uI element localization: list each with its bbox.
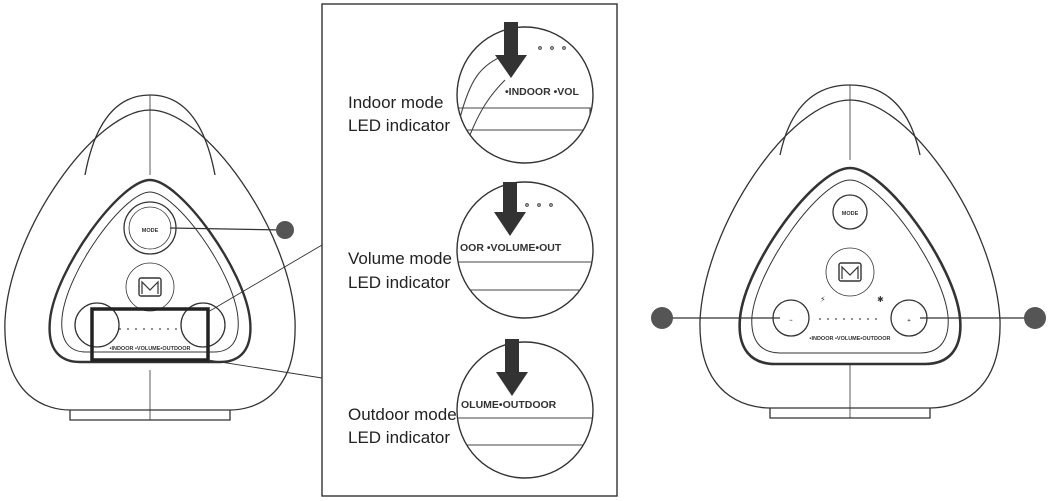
outdoor-label-line2: LED indicator (348, 428, 450, 447)
speaker-left-panel-outer (48, 178, 252, 364)
speaker-left-led-strip-label: •INDOOR •VOLUME•OUTDOOR (110, 346, 191, 352)
speaker-left-led-dots (119, 328, 177, 330)
indoor-label-line1: Indoor mode (348, 93, 443, 112)
volume-label-line2: LED indicator (348, 273, 450, 292)
zoom-outdoor-text: OLUME•OUTDOOR (461, 399, 557, 411)
speaker-left-plus-button[interactable] (180, 302, 226, 348)
plus-button-marker (1024, 307, 1046, 329)
callout-frame (321, 3, 618, 497)
callout-line-top (207, 244, 323, 313)
speaker-left-mode-label: MODE (142, 228, 159, 234)
led-highlight-box (90, 307, 210, 362)
speaker-right-led-strip-label: •INDOOR •VOLUME•OUTDOOR (810, 336, 891, 342)
volume-label-line1: Volume mode (348, 249, 452, 268)
speaker-left-panel-inner (61, 191, 239, 353)
speaker-right-logo-ring (825, 247, 875, 297)
speaker-right-mode-label: MODE (842, 211, 859, 217)
minus-icon: − (789, 318, 792, 324)
callout-line-bottom (207, 359, 323, 379)
indoor-label-line2: LED indicator (348, 116, 450, 135)
outdoor-label-line1: Outdoor mode (348, 405, 457, 424)
speaker-right-led-dots (819, 318, 877, 320)
zoom-circle-indoor: •INDOOR •VOL (456, 22, 594, 164)
speaker-right (699, 84, 1001, 419)
arrow-down-icon (494, 182, 526, 236)
arrow-down-icon (496, 339, 528, 396)
mode-leader-line (169, 227, 284, 231)
arrow-down-icon (495, 22, 527, 78)
plus-icon: + (907, 318, 910, 324)
bluetooth-icon: ✱ (877, 295, 884, 304)
zoom-circle-outdoor: OLUME•OUTDOOR (456, 339, 594, 479)
zoom-volume-text: OOR •VOLUME•OUT (460, 242, 562, 254)
mode-button-marker (276, 221, 294, 239)
monster-logo-icon (838, 262, 862, 282)
speaker-left-minus-button[interactable] (74, 302, 120, 348)
speaker-left (4, 94, 296, 421)
speaker-left-logo-ring (125, 262, 175, 312)
zoom-circle-volume: OOR •VOLUME•OUT (456, 181, 594, 319)
minus-button-marker (651, 307, 673, 329)
power-bolt-icon: ⚡ (820, 295, 826, 304)
speaker-right-mode-button[interactable] (832, 194, 868, 230)
zoom-indoor-text: •INDOOR •VOL (505, 86, 579, 98)
speaker-right-panel-outer (738, 166, 962, 366)
speaker-right-panel-inner (751, 179, 949, 354)
monster-logo-icon (138, 277, 162, 297)
